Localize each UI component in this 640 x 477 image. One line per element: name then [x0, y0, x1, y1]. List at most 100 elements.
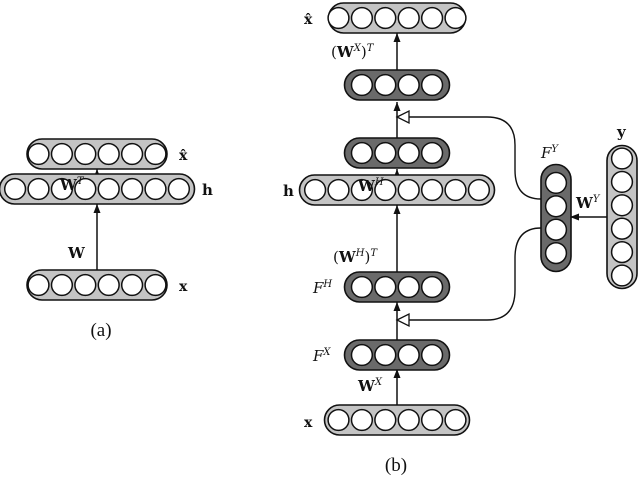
neuron-unit: [350, 6, 374, 30]
wh-t-open: (: [333, 248, 339, 266]
neuron-unit: [97, 142, 120, 166]
label-b-y: y: [616, 123, 627, 141]
weight-label-wy: WY: [575, 194, 601, 212]
layer-b-x-hat: [327, 2, 467, 34]
neuron-unit: [350, 73, 374, 97]
neuron-unit: [420, 275, 444, 299]
neuron-unit: [120, 177, 144, 201]
layer-b-mid-encoder: [343, 137, 451, 169]
diagram-a: x̂ h x WT W (a): [0, 138, 213, 341]
neuron-unit: [544, 195, 568, 218]
layer-b-x: [323, 404, 471, 436]
neuron-unit: [610, 264, 634, 287]
label-b-x-hat: x̂: [304, 12, 313, 28]
neuron-unit: [420, 73, 444, 97]
diagram-b: x̂ h x y FH FX FY (WX)T WH (WH)T WX WY (…: [283, 2, 638, 476]
wy-sup: Y: [593, 194, 601, 205]
neuron-unit: [397, 343, 420, 367]
label-x-hat: x̂: [179, 148, 188, 164]
neuron-unit: [610, 147, 634, 170]
label-fh-sup: H: [322, 279, 332, 290]
neuron-unit: [420, 141, 444, 165]
label-h: h: [202, 181, 213, 199]
weight-wt-base: W: [59, 176, 78, 194]
label-b-fx: FX: [312, 347, 331, 365]
wh-base: W: [357, 177, 376, 195]
neuron-unit: [420, 408, 444, 432]
neuron-unit: [120, 142, 144, 166]
weight-label-wt: WT: [59, 176, 85, 194]
neuron-unit: [544, 241, 568, 265]
wh-t-base: W: [338, 248, 357, 266]
merge-curve-bottom: [407, 227, 542, 321]
merge-wedge-top: [395, 109, 410, 125]
layer-b-fh: [343, 271, 451, 303]
neuron-unit: [97, 177, 120, 201]
label-b-x: x: [304, 415, 313, 431]
neuron-unit: [144, 142, 167, 166]
neuron-unit: [50, 273, 74, 297]
wh-t-close: ): [364, 248, 370, 266]
neuron-unit: [144, 273, 167, 297]
label-fy-base: F: [540, 144, 552, 162]
weight-label-wx-t: (WX)T: [331, 43, 375, 61]
neuron-unit: [444, 6, 467, 30]
layer-body: [540, 163, 572, 273]
label-b-fh: FH: [312, 279, 332, 297]
layer-body: [298, 174, 496, 206]
layer-b-h: [298, 174, 496, 206]
neuron-unit: [374, 408, 397, 432]
layer-h: [0, 173, 196, 205]
neuron-unit: [27, 177, 50, 201]
layer-x-hat: [26, 138, 168, 170]
label-b-fy: FY: [540, 144, 559, 162]
neuron-unit: [350, 343, 374, 367]
neuron-unit: [374, 6, 397, 30]
neuron-unit: [120, 273, 144, 297]
neuron-unit: [397, 275, 420, 299]
caption-a: (a): [90, 320, 111, 341]
wx-t-sup-in: X: [353, 43, 362, 54]
neuron-unit: [397, 178, 420, 202]
neuron-unit: [420, 343, 444, 367]
neuron-unit: [610, 240, 634, 264]
wx-t-close: ): [361, 43, 367, 61]
neuron-unit: [50, 142, 74, 166]
neuron-unit: [397, 408, 420, 432]
layer-x: [26, 269, 168, 301]
merge-curve-top: [407, 116, 542, 200]
neuron-unit: [444, 408, 467, 432]
merge-wedge-bottom: [395, 312, 410, 328]
layer-b-top-encoder: [343, 69, 451, 101]
neuron-unit: [167, 177, 191, 201]
neuron-unit: [544, 171, 568, 195]
weight-wt-sup: T: [77, 176, 85, 187]
neuron-unit: [74, 273, 97, 297]
label-fh-base: F: [312, 279, 324, 297]
wh-t-sup-in: H: [355, 248, 365, 259]
caption-b: (b): [385, 455, 407, 476]
label-fx-sup: X: [322, 347, 331, 358]
neuron-unit: [374, 178, 397, 202]
neuron-unit: [97, 273, 120, 297]
neuron-unit: [610, 217, 634, 240]
neuron-unit: [327, 178, 350, 202]
neuron-unit: [374, 141, 397, 165]
layer-body: [343, 137, 451, 169]
label-b-h: h: [283, 182, 294, 200]
neuron-unit: [74, 177, 97, 201]
label-x: x: [179, 279, 188, 295]
wh-t-sup-out: T: [370, 248, 378, 259]
wx-t-base: W: [336, 43, 355, 61]
neuron-unit: [350, 141, 374, 165]
neuron-unit: [467, 178, 491, 202]
wx-t-sup-out: T: [367, 43, 375, 54]
neuron-unit: [397, 141, 420, 165]
layer-body: [343, 271, 451, 303]
neuron-unit: [50, 177, 74, 201]
layer-body: [343, 339, 451, 371]
wx-sup: X: [374, 377, 383, 388]
neuron-unit: [327, 408, 350, 432]
layer-body: [0, 173, 196, 205]
weight-label-wh-t: (WH)T: [333, 248, 378, 266]
